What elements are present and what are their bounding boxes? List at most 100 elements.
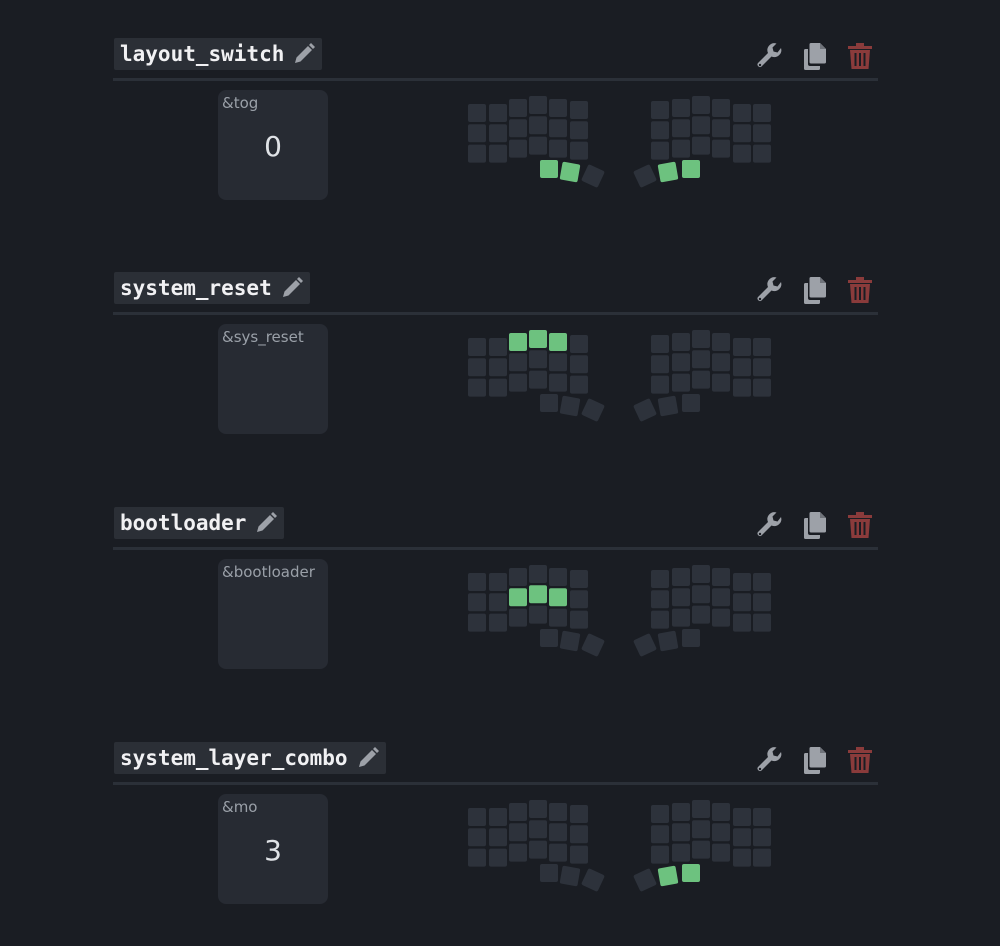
binding-key[interactable]: &mo 3 [218, 794, 328, 904]
key [672, 119, 690, 138]
key [672, 333, 690, 351]
key [489, 828, 507, 847]
wrench-icon[interactable] [754, 509, 785, 540]
key [753, 144, 771, 163]
key [657, 395, 679, 417]
key [559, 865, 581, 887]
key [549, 373, 567, 392]
key [672, 373, 690, 392]
key [468, 144, 486, 163]
key [672, 353, 690, 372]
key-active [529, 330, 547, 348]
key [509, 119, 527, 138]
key [672, 568, 690, 586]
wrench-icon[interactable] [754, 274, 785, 305]
combo-name: system_reset [120, 276, 272, 300]
key [489, 613, 507, 632]
key [692, 96, 710, 114]
trash-icon[interactable] [844, 509, 875, 540]
copy-icon[interactable] [799, 40, 830, 71]
combo-name-field[interactable]: bootloader [114, 507, 285, 539]
trash-icon[interactable] [844, 744, 875, 775]
key [529, 820, 547, 839]
key [489, 338, 507, 356]
key [489, 104, 507, 122]
key [651, 570, 669, 588]
key [509, 608, 527, 627]
key [529, 136, 547, 155]
key [468, 593, 486, 612]
key [570, 590, 588, 609]
key [692, 605, 710, 624]
keyboard-diagram [468, 96, 771, 188]
combo-name: layout_switch [120, 42, 285, 66]
key [733, 104, 751, 122]
key [581, 868, 605, 892]
key [509, 803, 527, 821]
key [672, 139, 690, 158]
wrench-icon[interactable] [754, 744, 785, 775]
key [651, 825, 669, 844]
trash-icon[interactable] [844, 274, 875, 305]
key [682, 394, 700, 412]
key [733, 124, 751, 143]
key [672, 823, 690, 842]
combo-item: bootloader &bootloader [0, 469, 1000, 703]
key [753, 378, 771, 397]
key [468, 338, 486, 356]
key [529, 350, 547, 369]
trash-icon[interactable] [844, 40, 875, 71]
key [753, 573, 771, 591]
pencil-icon[interactable] [292, 42, 316, 66]
key [489, 124, 507, 143]
key [570, 825, 588, 844]
key [712, 608, 730, 627]
combo-name-field[interactable]: system_reset [114, 272, 310, 304]
key [549, 139, 567, 158]
key [570, 121, 588, 140]
key [712, 119, 730, 138]
combo-name-field[interactable]: layout_switch [114, 38, 323, 70]
key [509, 568, 527, 586]
key-active [549, 588, 567, 607]
binding-key[interactable]: &bootloader [218, 559, 328, 669]
key [509, 353, 527, 372]
key [651, 610, 669, 629]
key [570, 141, 588, 160]
copy-icon[interactable] [799, 274, 830, 305]
pencil-icon[interactable] [280, 276, 304, 300]
binding-key[interactable]: &tog 0 [218, 90, 328, 200]
key [549, 119, 567, 138]
key [733, 378, 751, 397]
key [468, 808, 486, 826]
key [468, 573, 486, 591]
divider [113, 547, 878, 550]
key [509, 99, 527, 117]
key [468, 124, 486, 143]
key [712, 588, 730, 607]
key [529, 840, 547, 859]
pencil-icon[interactable] [254, 511, 278, 535]
keyboard-diagram [468, 330, 771, 422]
key [692, 136, 710, 155]
combo-name-field[interactable]: system_layer_combo [114, 742, 386, 774]
key [753, 848, 771, 867]
binding-behavior: &mo [222, 798, 258, 816]
keyboard-diagram [468, 800, 771, 892]
key [733, 358, 751, 377]
key [581, 398, 605, 422]
copy-icon[interactable] [799, 744, 830, 775]
binding-key[interactable]: &sys_reset [218, 324, 328, 434]
combo-item: system_layer_combo &mo 3 [0, 704, 1000, 938]
key [672, 608, 690, 627]
copy-icon[interactable] [799, 509, 830, 540]
key [712, 333, 730, 351]
key [549, 843, 567, 862]
combo-name: system_layer_combo [120, 746, 348, 770]
key [651, 805, 669, 823]
wrench-icon[interactable] [754, 40, 785, 71]
key [753, 124, 771, 143]
key [651, 845, 669, 864]
pencil-icon[interactable] [356, 746, 380, 770]
binding-param: 3 [264, 834, 282, 867]
